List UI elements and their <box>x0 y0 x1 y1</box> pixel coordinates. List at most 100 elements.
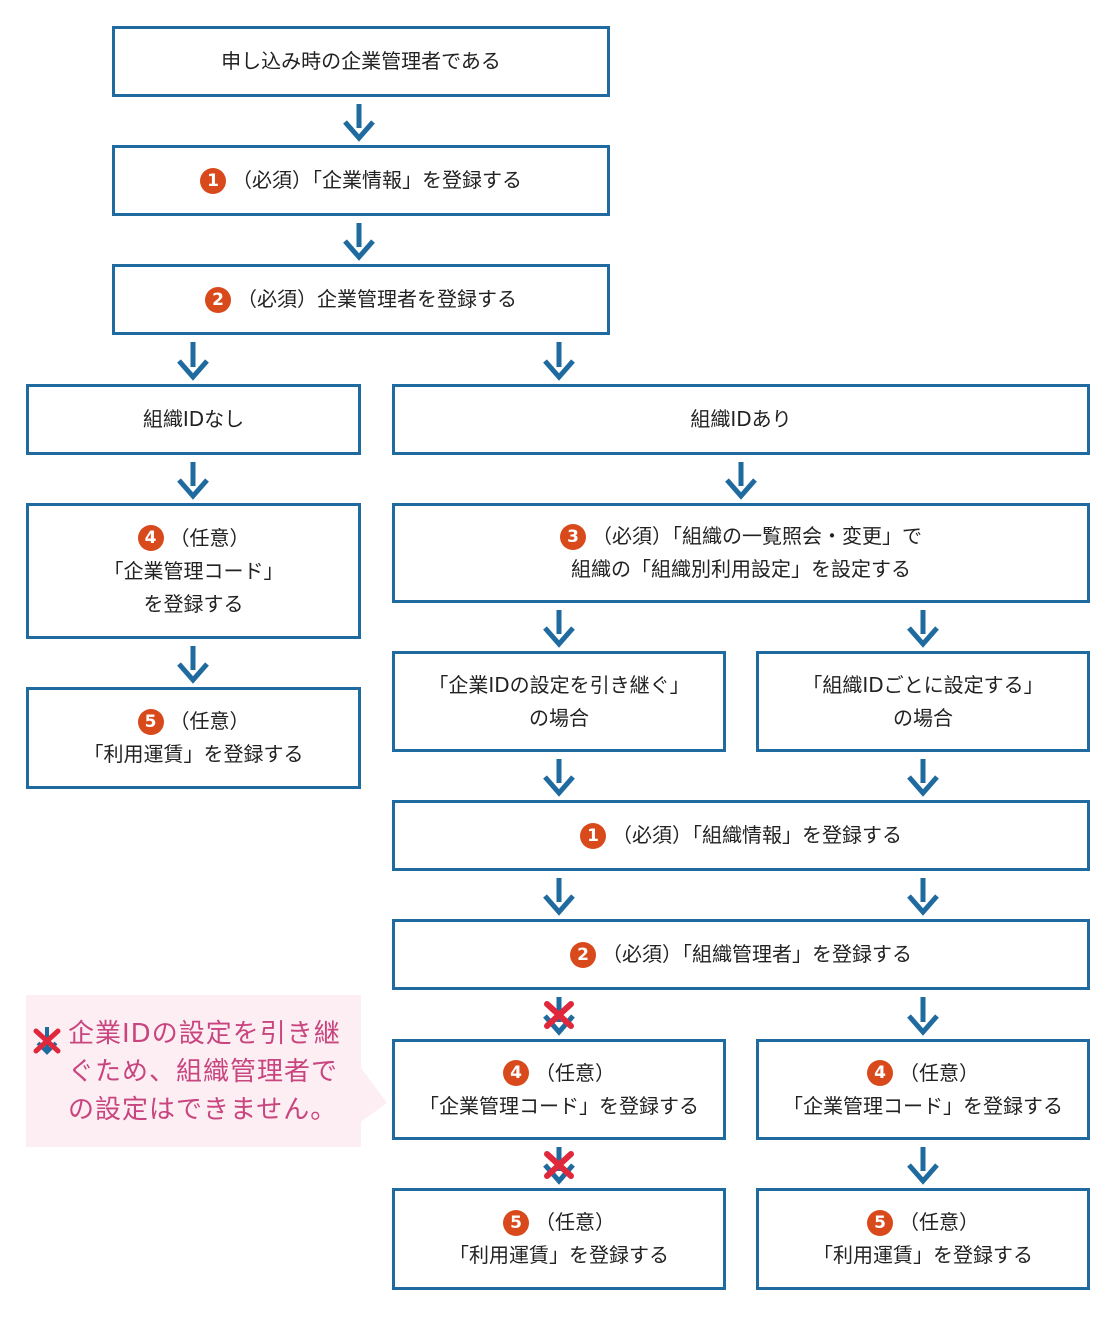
node-text: （任意） <box>899 1060 979 1085</box>
node-line: 5（任意） <box>503 1206 615 1239</box>
per-org-step4-company-code: 4（任意） 「企業管理コード」を登録する <box>756 1039 1090 1140</box>
blocked-cross-icon <box>544 1001 574 1029</box>
step-number-badge: 4 <box>867 1060 893 1086</box>
node-line: 組織の「組織別利用設定」を設定する <box>571 553 911 586</box>
node-text: 「利用運賃」を登録する <box>813 1243 1033 1267</box>
step-number-badge: 2 <box>570 941 596 968</box>
node-line: 1（必須）「企業情報」を登録する <box>200 164 522 197</box>
org-step2-register-org-admin: 2（必須）「組織管理者」を登録する <box>392 919 1090 990</box>
node-line: 「企業管理コード」を登録する <box>783 1090 1063 1123</box>
flow-arrow <box>907 997 939 1036</box>
flow-arrow <box>543 342 575 381</box>
inherit-step4-company-code: 4（任意） 「企業管理コード」を登録する <box>392 1039 726 1140</box>
node-text: 組織の「組織別利用設定」を設定する <box>571 557 911 581</box>
note-pointer <box>359 1065 387 1123</box>
node-line: の場合 <box>893 702 953 735</box>
inherit-setting-node: 「企業IDの設定を引き継ぐ」の場合 <box>392 651 726 752</box>
node-text: （任意） <box>169 525 250 550</box>
node-text: （必須）企業管理者を登録する <box>237 287 517 311</box>
node-line: 2（必須）「組織管理者」を登録する <box>570 938 912 971</box>
node-line: 1（必須）「組織情報」を登録する <box>580 819 902 852</box>
flow-arrow <box>177 646 209 684</box>
step-number-badge: 5 <box>137 708 164 735</box>
flow-arrow <box>907 878 939 916</box>
node-text: （任意） <box>535 1210 615 1234</box>
note-line: ぐため、組織管理者で <box>68 1057 339 1087</box>
node-line: 5（任意） <box>137 705 250 738</box>
node-text: （必須）「組織の一覧照会・変更」で <box>592 524 922 548</box>
node-line: 組織IDあり <box>690 403 791 436</box>
step-number-badge: 1 <box>200 167 226 194</box>
flow-arrow <box>343 223 375 261</box>
start-node: 申し込み時の企業管理者である <box>112 26 610 97</box>
node-text: （必須）「組織情報」を登録する <box>612 823 902 847</box>
node-line: 4（任意） <box>867 1057 979 1090</box>
flow-arrow <box>543 878 575 916</box>
node-text: 「企業IDの設定を引き継ぐ」 <box>428 672 690 697</box>
step1-register-company-info: 1（必須）「企業情報」を登録する <box>112 145 610 216</box>
node-text: を登録する <box>143 591 244 616</box>
node-line: 「利用運賃」を登録する <box>813 1239 1033 1272</box>
node-line: 「組織IDごとに設定する」 <box>802 669 1043 702</box>
node-line: 5（任意） <box>867 1206 979 1239</box>
flow-arrow <box>907 610 939 648</box>
has-org-id-node: 組織IDあり <box>392 384 1090 455</box>
node-line: 3（必須）「組織の一覧照会・変更」で <box>560 520 922 553</box>
flow-arrow <box>177 342 209 381</box>
step-number-badge: 4 <box>137 525 164 551</box>
inherit-step5-fare: 5（任意） 「利用運賃」を登録する <box>392 1188 726 1290</box>
node-line: 「企業IDの設定を引き継ぐ」 <box>428 669 689 702</box>
node-line: 組織IDなし <box>143 403 244 436</box>
cross-mark-icon <box>33 1027 61 1055</box>
node-text: （必須）「組織管理者」を登録する <box>602 942 912 966</box>
flow-arrow <box>543 759 575 797</box>
flow-arrow <box>907 1147 939 1185</box>
node-line: 「企業管理コード」 <box>104 555 284 588</box>
step-number-badge: 3 <box>560 523 586 550</box>
blocked-cross-icon <box>544 1151 574 1179</box>
node-text: の場合 <box>893 705 953 730</box>
node-line: 「利用運賃」を登録する <box>449 1239 669 1272</box>
flow-arrow <box>543 610 575 648</box>
node-line: 「利用運賃」を登録する <box>84 738 304 771</box>
node-text: （任意） <box>535 1060 615 1085</box>
note-line: の設定はできません。 <box>68 1095 338 1125</box>
node-text: 組織IDあり <box>690 407 792 431</box>
step-number-badge: 4 <box>503 1060 529 1086</box>
step-number-badge: 5 <box>503 1209 529 1236</box>
node-text: （任意） <box>899 1210 979 1234</box>
no-org-id-node: 組織IDなし <box>26 384 361 455</box>
node-text: （必須）「企業情報」を登録する <box>232 168 522 192</box>
node-text: （任意） <box>169 709 250 733</box>
flow-arrow <box>343 104 375 142</box>
node-text: 「利用運賃」を登録する <box>449 1243 669 1267</box>
note-line: 企業IDの設定を引き継 <box>68 1019 341 1049</box>
node-text: 「企業管理コード」を登録する <box>419 1093 699 1118</box>
node-line: 2（必須）企業管理者を登録する <box>205 283 517 316</box>
step-number-badge: 1 <box>580 822 606 849</box>
node-text: 組織IDなし <box>142 407 245 431</box>
node-text: 申し込み時の企業管理者である <box>221 49 501 73</box>
node-text: 「利用運賃」を登録する <box>83 742 304 766</box>
flow-arrow <box>907 759 939 797</box>
node-line: 4（任意） <box>137 522 250 555</box>
org-step1-register-org-info: 1（必須）「組織情報」を登録する <box>392 800 1090 871</box>
org-step3-settings: 3（必須）「組織の一覧照会・変更」で組織の「組織別利用設定」を設定する <box>392 503 1090 603</box>
node-text: 「企業管理コード」を登録する <box>783 1093 1063 1118</box>
left-step4-company-code: 4（任意）「企業管理コード」を登録する <box>26 503 361 639</box>
per-org-step5-fare: 5（任意） 「利用運賃」を登録する <box>756 1188 1090 1290</box>
inherit-note: 企業IDの設定を引き継 ぐため、組織管理者で の設定はできません。 <box>26 995 387 1147</box>
left-step5-fare: 5（任意） 「利用運賃」を登録する <box>26 687 361 789</box>
node-line: 申し込み時の企業管理者である <box>221 45 501 78</box>
flow-arrow <box>725 462 757 500</box>
node-line: の場合 <box>529 702 589 735</box>
node-text: の場合 <box>529 705 589 730</box>
per-org-setting-node: 「組織IDごとに設定する」の場合 <box>756 651 1090 752</box>
node-line: 4（任意） <box>503 1057 615 1090</box>
node-text: 「組織IDごとに設定する」 <box>802 672 1044 697</box>
step-number-badge: 2 <box>205 286 231 313</box>
node-line: 「企業管理コード」を登録する <box>419 1090 699 1123</box>
step2-register-company-admin: 2（必須）企業管理者を登録する <box>112 264 610 335</box>
flow-arrow <box>177 462 209 500</box>
